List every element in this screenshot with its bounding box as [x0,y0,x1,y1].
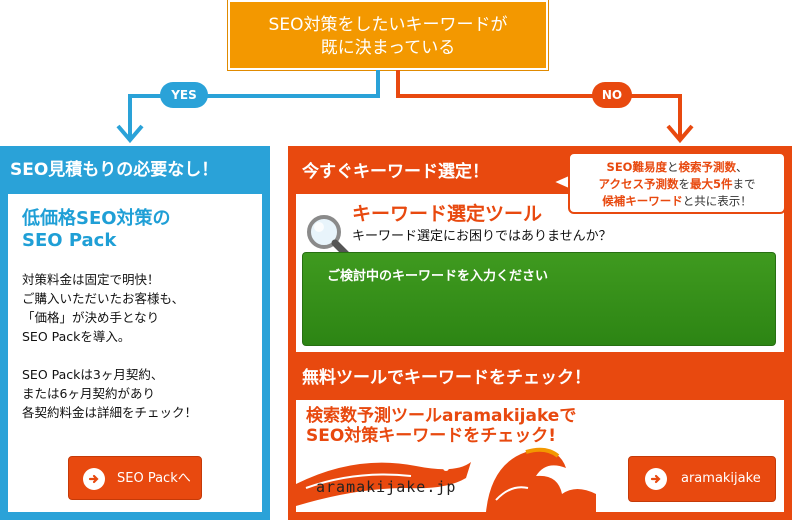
description-line: 対策料金は固定で明快！ [22,272,160,287]
callout-tail [553,172,571,192]
seo-pack-panel-body: 低価格SEO対策の SEO Pack 対策料金は固定で明快！ ご購入いただいたお… [8,194,262,512]
free-tool-header: 無料ツールでキーワードをチェック！ [302,368,591,388]
no-arrowhead [666,124,694,144]
keyword-tool-panel: 今すぐキーワード選定！ キーワード選定ツール キーワード選定にお困りではありませ… [288,146,792,520]
callout-text: アクセス予測数 [598,177,679,191]
aramakijake-logo: aramakijake.jp [316,478,457,496]
callout-text: 検索予測数 [678,160,736,174]
feature-callout: SEO難易度と検索予測数、 アクセス予測数を最大5件まで 候補キーワードと共に表… [568,152,786,214]
yes-arrowhead [116,124,144,144]
description-line: 「価格」が決め手となり [22,310,160,325]
description-line: SEO Packを導入。 [22,329,131,344]
callout-text: と [666,160,679,174]
callout-text: まで [732,177,756,191]
callout-text: を [678,177,690,191]
promo-line-2: SEO対策キーワードをチェック! [306,426,557,446]
fish-icon [296,462,471,506]
question-line-1: SEO対策をしたいキーワードが [268,15,508,35]
description-line: 各契約料金は詳細をチェック！ [22,405,198,420]
question-line-2: 既に決まっている [320,38,456,58]
no-connector [396,70,682,140]
arrow-right-icon [83,468,105,490]
keyword-input[interactable]: ご検討中のキーワードを入力ください [302,252,776,346]
question-box: SEO対策をしたいキーワードが 既に決まっている [228,0,548,70]
seo-pack-panel-header: SEO見積もりの必要なし！ [10,160,219,180]
seo-pack-title: 低価格SEO対策の SEO Pack [22,208,252,252]
seo-pack-title-line-2: SEO Pack [22,230,117,251]
callout-text: 、 [735,160,748,174]
description-line [22,346,258,365]
callout-text: 最大5件 [689,177,733,191]
aramakijake-button[interactable]: aramakijake [628,456,776,502]
keyword-tool-title: キーワード選定ツール [352,203,543,225]
seo-pack-title-line-1: 低価格SEO対策の [22,208,171,229]
keyword-tool-panel-header: 今すぐキーワード選定！ [302,162,489,182]
seo-pack-button[interactable]: SEO Packへ [68,456,202,500]
wave-icon [486,447,596,512]
seo-pack-button-label: SEO Packへ [117,471,191,486]
no-label: NO [592,82,632,108]
keyword-tool-body: キーワード選定ツール キーワード選定にお困りではありませんか？ ご検討中のキーワ… [296,194,784,352]
fish-wave-illustration [296,447,596,512]
seo-pack-panel: SEO見積もりの必要なし！ 低価格SEO対策の SEO Pack 対策料金は固定… [0,146,270,520]
flow-connectors [116,70,694,144]
yes-connector [128,70,380,140]
aramakijake-button-label: aramakijake [681,471,761,486]
description-line: SEO Packは3ヶ月契約、 [22,367,164,382]
aramakijake-promo-title: 検索数予測ツールaramakijakeで SEO対策キーワードをチェック! [306,406,576,446]
description-line: または6ヶ月契約があり [22,386,155,401]
yes-label: YES [160,82,208,108]
promo-line-1: 検索数予測ツールaramakijakeで [306,406,577,426]
callout-text: 候補キーワード [602,194,683,208]
callout-text: と共に表示！ [682,194,752,208]
arrow-right-icon [645,468,667,490]
callout-text: SEO難易度 [606,160,667,174]
description-line: ご購入いただいたお客様も、 [22,291,185,306]
keyword-tool-subtitle: キーワード選定にお困りではありませんか？ [352,229,612,244]
seo-pack-description: 対策料金は固定で明快！ ご購入いただいたお客様も、 「価格」が決め手となり SE… [22,270,258,422]
aramakijake-promo: 検索数予測ツールaramakijakeで SEO対策キーワードをチェック! ar… [296,400,784,512]
